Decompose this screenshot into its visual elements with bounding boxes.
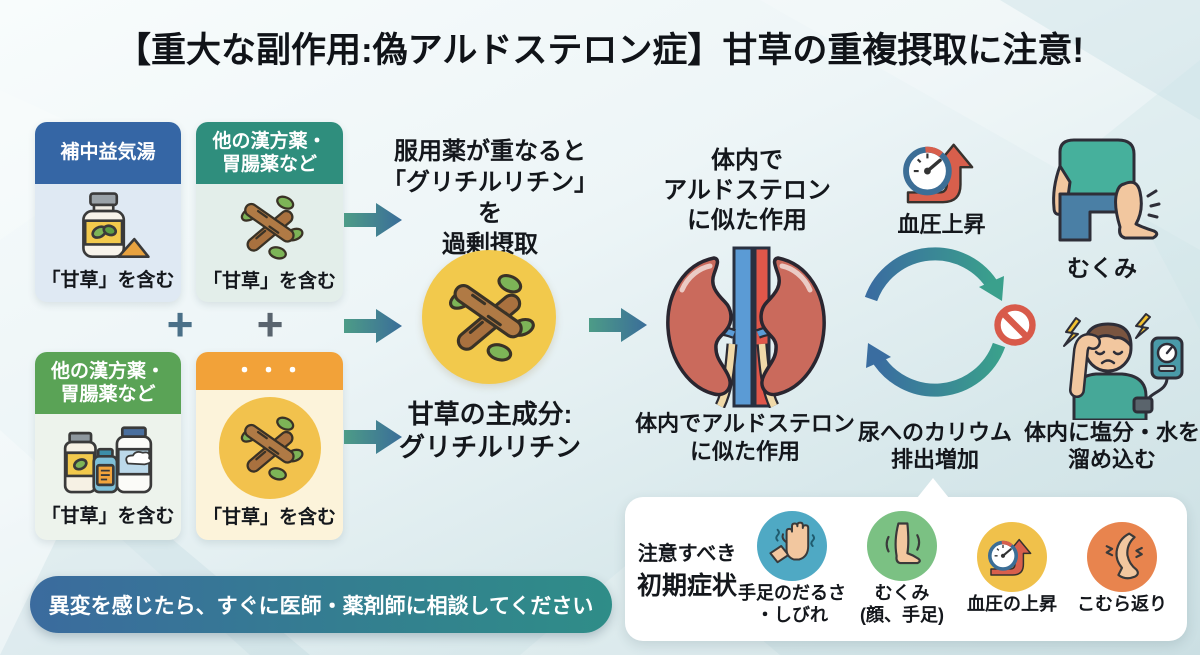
symptom-label: 手足のだるさ ・しびれ	[738, 583, 846, 625]
licorice-circle	[218, 397, 321, 499]
licorice-icon	[238, 193, 305, 262]
source-box-header: 他の漢方薬・ 胃腸薬など	[196, 122, 343, 184]
blood-pressure-label: 血圧上昇	[897, 212, 986, 237]
symptom-label: こむら返り	[1077, 594, 1167, 615]
panel-tail	[917, 478, 949, 498]
aldosterone-action-top-text: 体内で アルドステロン に似た作用	[663, 147, 831, 234]
source-box-header: 他の漢方薬・ 胃腸薬など	[35, 352, 181, 414]
symptom-item: 血圧の上昇	[957, 522, 1067, 616]
source-box-other-kampo-bottom: 他の漢方薬・ 胃腸薬など 「甘草」を含む	[35, 352, 181, 540]
kidneys-icon	[666, 246, 826, 408]
source-box-hochuekkito: 補中益気湯 「甘草」を含む	[35, 122, 181, 302]
licorice-icon	[238, 414, 305, 483]
source-box-header: ・・・	[196, 352, 343, 390]
medicine-bottle-icon	[82, 192, 150, 259]
blood-pressure-gauge-icon	[898, 138, 986, 208]
plus-icon: +	[256, 298, 284, 350]
prohibition-icon	[994, 304, 1036, 346]
symptom-item: むくみ (顔、手足)	[847, 511, 957, 626]
symptom-label: 血圧の上昇	[967, 594, 1057, 615]
leg-cramp-icon	[1087, 522, 1157, 593]
headache-person-icon	[1063, 313, 1184, 420]
page-title: 【重大な副作用:偽アルドステロン症】甘草の重複摂取に注意!	[116, 31, 1084, 70]
warning-banner: 異変を感じたら、すぐに医師・薬剤師に相談してください	[30, 576, 612, 633]
main-component-text: 甘草の主成分: グリチルリチン	[398, 399, 581, 462]
plus-icon: +	[166, 298, 194, 350]
retention-label: 体内に塩分・水を 溜め込む	[1023, 420, 1200, 472]
symptoms-heading-line1: 注意すべき	[637, 542, 737, 565]
swollen-leg-icon	[867, 511, 937, 582]
source-box-header: 補中益気湯	[35, 122, 181, 184]
cycle-arrows-icon	[864, 247, 1006, 397]
aldosterone-action-bottom-text: 体内でアルドステロン に似た作用	[635, 411, 855, 464]
blood-pressure-rise-icon	[977, 522, 1047, 593]
source-box-ellipsis: ・・・ 「甘草」を含む	[196, 352, 343, 540]
symptoms-panel: 注意すべき 初期症状 手足のだるさ ・しびれ	[625, 478, 1187, 641]
symptom-label: むくみ (顔、手足)	[860, 583, 944, 625]
medicine-bottles-icon	[63, 426, 153, 494]
swelling-label: むくみ	[1067, 255, 1137, 281]
arrow-right-icon	[589, 308, 647, 342]
numb-hand-icon	[757, 511, 827, 582]
swelling-person-icon	[1052, 138, 1161, 242]
symptom-item: 手足のだるさ ・しびれ	[737, 511, 847, 626]
source-box-caption: 「甘草」を含む	[41, 505, 175, 527]
potassium-excretion-label: 尿へのカリウム 排出増加	[857, 420, 1012, 472]
symptoms-heading: 注意すべき 初期症状	[637, 537, 737, 602]
arrow-right-icon	[344, 309, 402, 343]
source-box-caption: 「甘草」を含む	[202, 507, 336, 528]
source-box-caption: 「甘草」を含む	[202, 271, 336, 292]
source-box-other-kampo-top: 他の漢方薬・ 胃腸薬など 「甘草」を含む	[196, 122, 343, 302]
symptoms-heading-line2: 初期症状	[637, 571, 738, 600]
overdose-text: 服用薬が重なると 「グリチルリチン」を 過剰摂取	[382, 138, 598, 258]
symptom-item: こむら返り	[1067, 522, 1177, 616]
source-box-caption: 「甘草」を含む	[41, 269, 175, 291]
licorice-icon	[445, 270, 538, 364]
licorice-main-circle	[422, 250, 556, 384]
